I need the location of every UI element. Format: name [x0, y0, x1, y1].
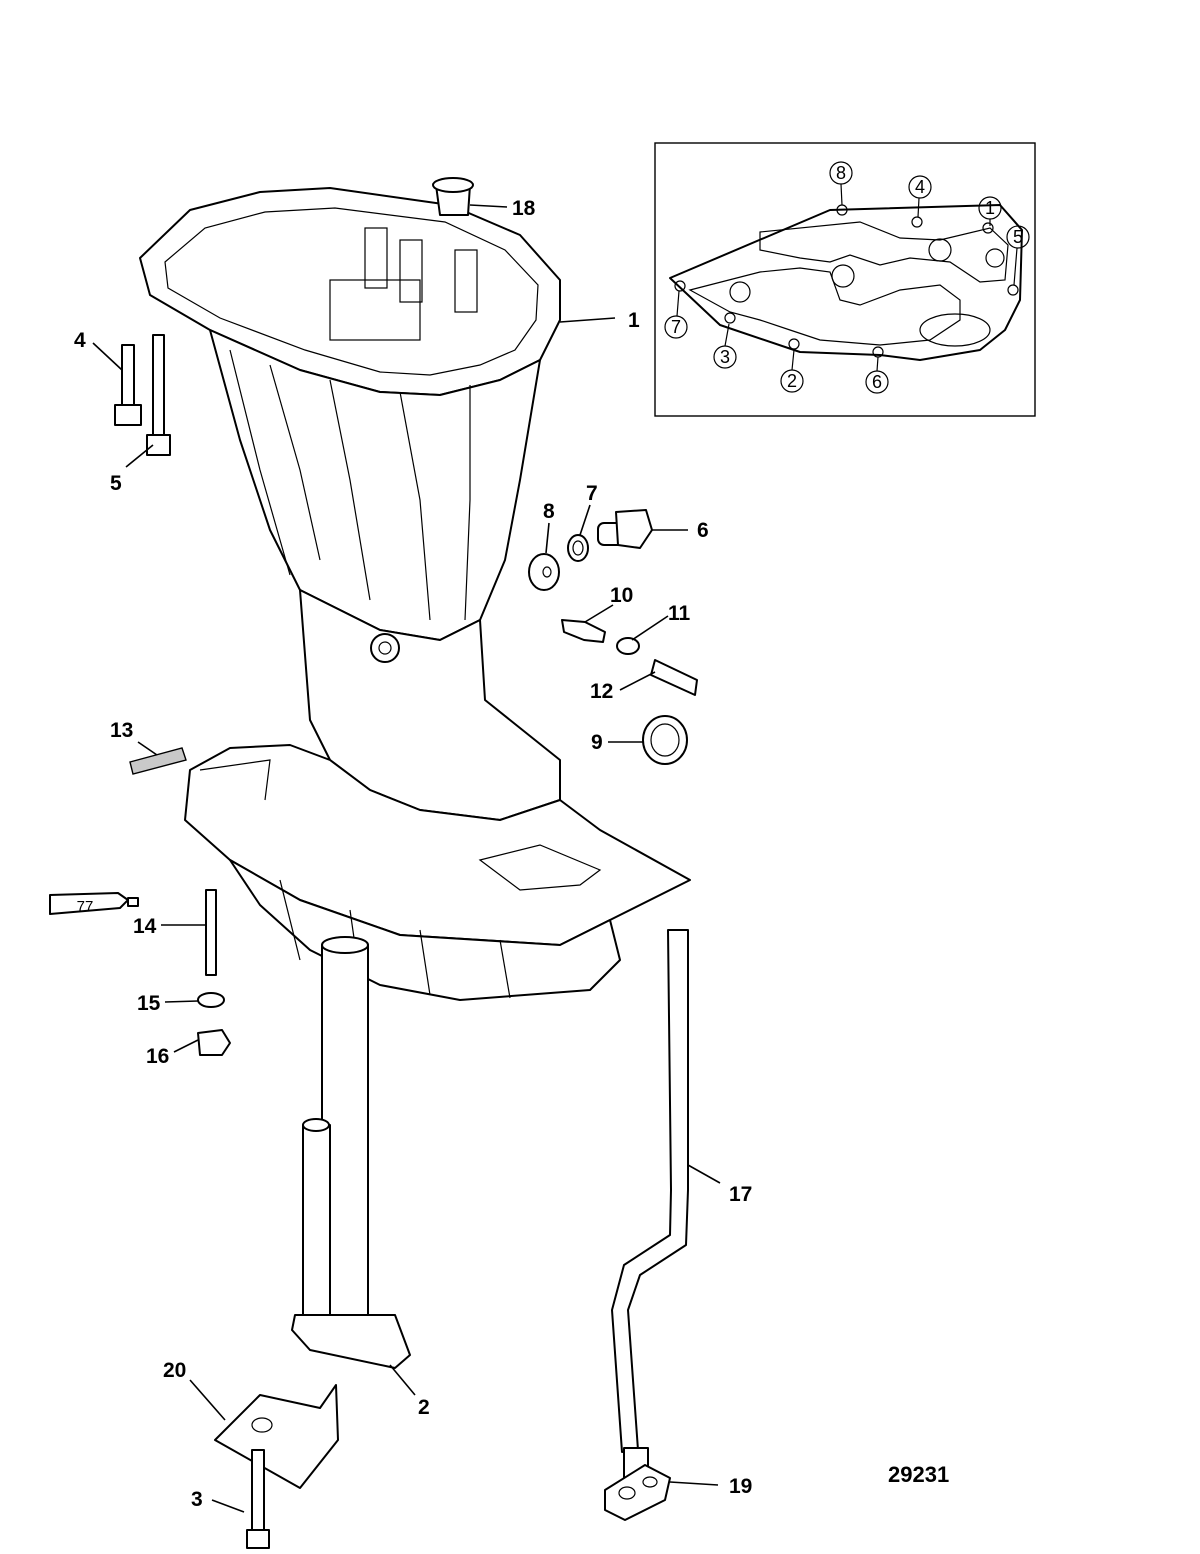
- callout-13: 13: [110, 719, 133, 742]
- bolt-5: [146, 334, 171, 456]
- svg-text:2: 2: [787, 371, 797, 391]
- callout-15: 15: [137, 992, 161, 1015]
- grommet-9: [642, 715, 688, 765]
- washer-8: [528, 553, 560, 591]
- sequence-marker-2: 2: [780, 349, 804, 393]
- sequence-marker-8: 8: [829, 161, 853, 206]
- stud-14: [205, 889, 217, 976]
- sequence-marker-6: 6: [865, 356, 889, 394]
- svg-text:6: 6: [872, 372, 882, 392]
- water-tube: [611, 929, 689, 1489]
- mount-plate: [214, 1384, 339, 1489]
- svg-text:3: 3: [720, 347, 730, 367]
- bolt-3: [246, 1449, 270, 1549]
- callout-12: 12: [590, 680, 613, 703]
- callout-labels: 1 2 3 4 5 6 7 8 9 10 11 12 13 14 15 16 1…: [74, 197, 752, 1511]
- driveshaft-tubes: [291, 936, 411, 1369]
- hose-12: [650, 659, 698, 696]
- sequence-marker-1: 1: [978, 196, 1002, 226]
- callout-5: 5: [110, 472, 122, 495]
- callout-16: 16: [146, 1045, 169, 1068]
- seal-washer-7: [567, 534, 589, 562]
- callout-7: 7: [586, 482, 598, 505]
- gasket-outline: [669, 204, 1023, 361]
- svg-text:7: 7: [671, 317, 681, 337]
- callout-10: 10: [610, 584, 633, 607]
- callout-11: 11: [668, 602, 691, 625]
- pad-13: [129, 747, 187, 775]
- callout-20: 20: [163, 1359, 186, 1382]
- callout-14: 14: [133, 915, 157, 938]
- callout-1: 1: [628, 309, 640, 332]
- svg-text:4: 4: [915, 177, 925, 197]
- svg-text:8: 8: [836, 163, 846, 183]
- callout-8: 8: [543, 500, 555, 523]
- gasket-torque-sequence-inset: 1 2 3 4 5 6 7: [654, 142, 1036, 417]
- hose-fitting-10: [561, 619, 606, 643]
- svg-text:77: 77: [77, 898, 94, 915]
- callout-3: 3: [191, 1488, 203, 1511]
- leader-lines: [92, 204, 721, 1513]
- bolt-4: [114, 344, 142, 426]
- nut-16: [197, 1029, 231, 1056]
- callout-17: 17: [729, 1183, 752, 1206]
- sequence-marker-4: 4: [908, 175, 932, 218]
- washer-15: [197, 992, 225, 1008]
- bracket-19: [604, 1464, 671, 1521]
- cap-18: [432, 177, 474, 216]
- sealant-tube-77: 77: [49, 892, 139, 915]
- sequence-marker-3: 3: [713, 323, 737, 369]
- svg-text:1: 1: [985, 198, 995, 218]
- callout-18: 18: [512, 197, 536, 220]
- svg-text:5: 5: [1013, 227, 1023, 247]
- callout-4: 4: [74, 329, 86, 352]
- driveshaft-housing: [139, 187, 691, 1001]
- drain-plug-6: [597, 509, 653, 549]
- callout-19: 19: [729, 1475, 752, 1498]
- callout-6: 6: [697, 519, 709, 542]
- sequence-marker-7: 7: [664, 290, 688, 339]
- callout-9: 9: [591, 731, 603, 754]
- sequence-marker-5: 5: [1006, 225, 1030, 286]
- figure-number: 29231: [888, 1462, 949, 1487]
- callout-2: 2: [418, 1396, 430, 1419]
- hose-clamp-11: [616, 637, 640, 655]
